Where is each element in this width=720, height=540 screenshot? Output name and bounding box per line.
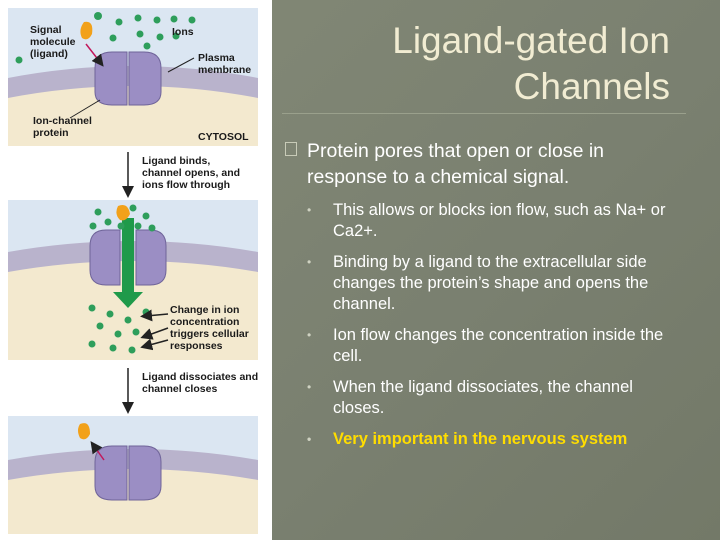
ion-flow-arrow [113, 218, 143, 308]
label-change-3: triggers cellular [170, 328, 249, 340]
bound-ligand [116, 205, 130, 221]
bullet-dot-icon: • [307, 255, 312, 269]
sub-bullet-emphasis: • Very important in the nervous system [307, 429, 685, 450]
sub-bullet: • Ion flow changes the concentration ins… [307, 325, 685, 367]
label-ion-channel-2: protein [33, 127, 69, 139]
label-step2-2: channel closes [142, 383, 217, 395]
panel-open-channel: Change in ion concentration triggers cel… [8, 200, 258, 360]
label-cytosol: CYTOSOL [198, 131, 249, 143]
label-step1-3: ions flow through [142, 179, 230, 191]
title-divider [282, 113, 686, 114]
label-signal-1: Signal [30, 24, 62, 36]
sub-bullet-text: Binding by a ligand to the extracellular… [333, 253, 649, 313]
title-line-1: Ligand-gated Ion [392, 20, 670, 61]
label-step1-1: Ligand binds, [142, 155, 210, 167]
main-bullet: Protein pores that open or close in resp… [285, 138, 685, 190]
label-ions: Ions [172, 26, 194, 38]
sub-bullet-text: Ion flow changes the concentration insid… [333, 326, 664, 365]
bullet-box-icon [285, 142, 297, 156]
slide-content: Protein pores that open or close in resp… [285, 138, 685, 460]
slide-title: Ligand-gated Ion Channels [340, 18, 670, 110]
sub-bullet: • Binding by a ligand to the extracellul… [307, 252, 685, 315]
channel-protein-open [89, 229, 167, 286]
sub-bullet-list: • This allows or blocks ion flow, such a… [285, 200, 685, 450]
label-signal-2: molecule [30, 36, 76, 48]
label-signal-3: (ligand) [30, 48, 68, 60]
released-ligand [78, 423, 90, 440]
sub-bullet-text: Very important in the nervous system [333, 430, 628, 448]
panel-closed-again [8, 416, 258, 534]
label-ion-channel-1: Ion-channel [33, 115, 92, 127]
label-plasma-2: membrane [198, 64, 251, 76]
bullet-dot-icon: • [307, 432, 312, 446]
sub-bullet: • When the ligand dissociates, the chann… [307, 377, 685, 419]
label-change-1: Change in ion [170, 304, 239, 316]
title-line-2: Channels [513, 66, 670, 107]
label-step2-1: Ligand dissociates and [142, 371, 258, 383]
ligand-molecule [80, 21, 93, 40]
panel-closed-channel: Signal molecule (ligand) Ions Plasma mem… [8, 8, 258, 146]
label-plasma-1: Plasma [198, 52, 235, 64]
label-step1-2: channel opens, and [142, 167, 240, 179]
bullet-dot-icon: • [307, 203, 312, 217]
main-bullet-text: Protein pores that open or close in resp… [307, 140, 605, 188]
ions-outside [15, 12, 196, 64]
bullet-dot-icon: • [307, 328, 312, 342]
diagram-graphic: Signal molecule (ligand) Ions Plasma mem… [8, 8, 258, 534]
bullet-dot-icon: • [307, 380, 312, 394]
sub-bullet: • This allows or blocks ion flow, such a… [307, 200, 685, 242]
sub-bullet-text: This allows or blocks ion flow, such as … [333, 201, 666, 240]
label-change-2: concentration [170, 316, 239, 328]
cytosol-region [8, 84, 258, 146]
cytosol-region-2 [8, 259, 258, 360]
label-change-4: responses [170, 340, 223, 352]
ligand-gated-channel-diagram: Signal molecule (ligand) Ions Plasma mem… [0, 0, 272, 540]
sub-bullet-text: When the ligand dissociates, the channel… [333, 378, 633, 417]
channel-protein-closed [94, 51, 162, 106]
